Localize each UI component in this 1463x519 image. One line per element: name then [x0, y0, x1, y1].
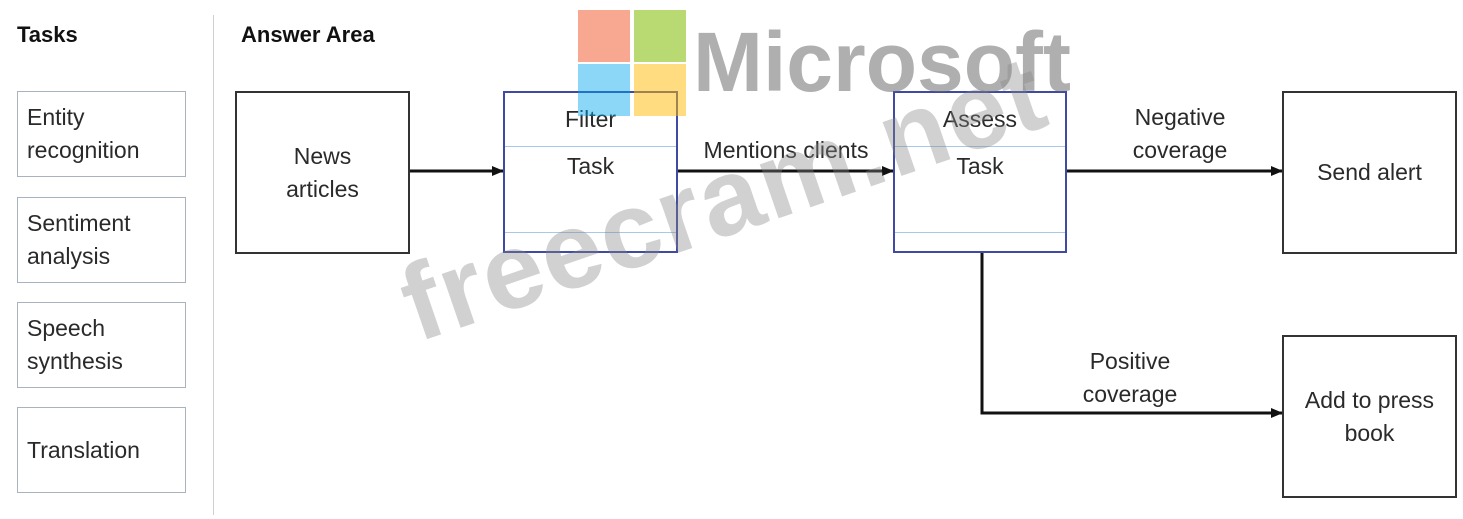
filter-task-box: Filter Task — [503, 91, 678, 253]
send-alert-box: Send alert — [1282, 91, 1457, 254]
microsoft-logo-yellow-square — [634, 64, 686, 116]
add-to-press-book-box: Add to press book — [1282, 335, 1457, 498]
mentions-clients-label: Mentions clients — [703, 137, 869, 163]
microsoft-watermark: Microsoft — [693, 15, 1071, 109]
news-articles-box: News articles — [235, 91, 410, 254]
assess-task-box: Assess Task — [893, 91, 1067, 253]
negative-coverage-label: Negative coverage — [1132, 104, 1228, 163]
task-sentiment-analysis[interactable]: Sentiment analysis — [17, 197, 186, 283]
positive-coverage-label: Positive coverage — [1082, 348, 1178, 407]
task-label: Translation — [27, 436, 140, 463]
news-articles-label: News articles — [286, 142, 359, 202]
task-label: Entity recognition — [27, 104, 140, 163]
answer-area-heading: Answer Area — [241, 22, 375, 47]
add-to-press-book-label: Add to press book — [1304, 386, 1435, 446]
assess-title: Assess — [942, 105, 1018, 132]
task-translation[interactable]: Translation — [17, 407, 186, 493]
filter-title: Filter — [564, 105, 617, 132]
panel-divider — [213, 15, 214, 515]
arrow-assess-to-press-book — [980, 253, 1283, 418]
microsoft-logo-blue-square — [578, 64, 630, 116]
tasks-heading: Tasks — [17, 22, 78, 47]
assess-task-drop-slot[interactable]: Task — [956, 153, 1004, 179]
microsoft-logo-red-square — [578, 10, 630, 62]
task-label: Speech synthesis — [27, 315, 123, 374]
task-label: Sentiment analysis — [27, 210, 131, 269]
send-alert-label: Send alert — [1317, 159, 1422, 185]
microsoft-logo-green-square — [634, 10, 686, 62]
task-speech-synthesis[interactable]: Speech synthesis — [17, 302, 186, 388]
task-entity-recognition[interactable]: Entity recognition — [17, 91, 186, 177]
filter-task-drop-slot[interactable]: Task — [566, 153, 615, 179]
